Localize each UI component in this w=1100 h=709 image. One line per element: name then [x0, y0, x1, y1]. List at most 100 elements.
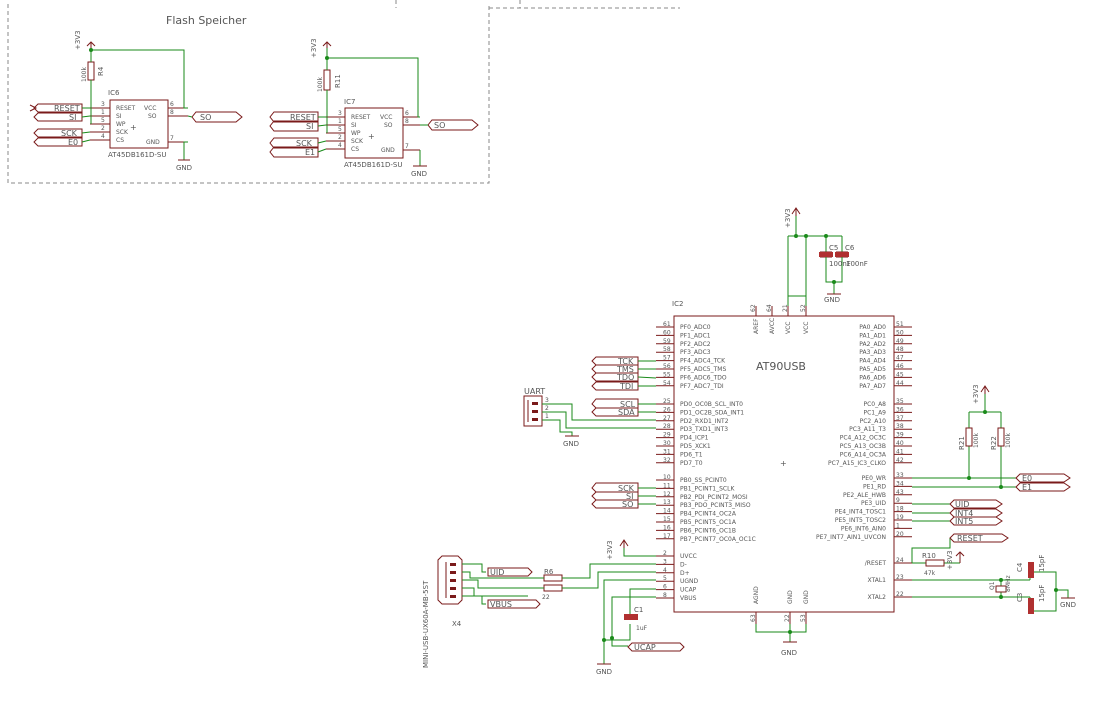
crystal-block: Q1 8MHz C4 15pF C3 15pF GND [912, 555, 1076, 614]
ic6-net-si: SI [33, 112, 83, 122]
svg-text:TCK: TCK [617, 357, 634, 366]
ic2-right-pin-label: PA4_AD4 [859, 358, 886, 365]
svg-text:4: 4 [338, 142, 342, 149]
net-ucap: UCAP [627, 642, 685, 652]
net-e1: E1 [1015, 482, 1071, 492]
ic2-right-pin-label: XTAL1 [868, 577, 887, 584]
svg-text:GND: GND [1060, 601, 1076, 609]
ic2-left-pin-label: PD4_ICP1 [680, 435, 709, 442]
net-e0: E0 [1015, 473, 1071, 483]
ic2-right-pin-number: 48 [896, 346, 904, 353]
svg-text:SCK: SCK [296, 139, 313, 148]
ic6-net-sck: SCK [33, 128, 83, 138]
ic2-left-pin-label: UVCC [680, 553, 697, 560]
svg-text:E1: E1 [305, 148, 315, 157]
net-vbus-usb: VBUS [487, 599, 541, 609]
svg-text:1: 1 [545, 413, 549, 420]
i2c-nets: SCL SDA [591, 398, 656, 417]
ic2-right-pin-label: PE5_INT5_TOSC2 [835, 517, 886, 524]
ic7-net-si: SI [269, 120, 319, 132]
ic2-right-pin-label: XTAL2 [868, 594, 887, 601]
svg-text:C5: C5 [829, 244, 838, 252]
svg-text:+: + [780, 459, 787, 468]
svg-text:Q1: Q1 [989, 581, 996, 590]
ic2-left-pin-number: 28 [663, 423, 671, 430]
svg-text:100k: 100k [317, 77, 324, 92]
svg-text:TMS: TMS [616, 365, 634, 374]
svg-text:INT4: INT4 [955, 509, 973, 518]
ic2-left-pin-label: PF2_ADC2 [680, 341, 711, 348]
svg-text:2: 2 [101, 125, 105, 132]
ic2-left-pin-number: 56 [663, 363, 671, 370]
svg-text:SI: SI [626, 492, 633, 501]
net-int5: INT5 [949, 516, 1003, 526]
ic2-left-pin-number: 55 [663, 371, 671, 378]
ic2-at90usb: IC2 AT90USB + PF0_ADC0PF1_ADC1PF2_ADC2PF… [663, 295, 904, 657]
ic2-left-pin-label: PF7_ADC7_TDI [680, 383, 724, 390]
svg-text:+3V3: +3V3 [972, 384, 980, 404]
svg-text:C6: C6 [845, 244, 855, 252]
svg-text:UCAP: UCAP [634, 643, 656, 652]
svg-text:VCC: VCC [785, 322, 792, 334]
svg-text:VCC: VCC [380, 114, 392, 121]
ic2-right-pin-label: PE0_WR [862, 475, 886, 482]
ic2-left-pin-label: PF1_ADC1 [680, 332, 711, 339]
ic2-left-pin-label: PD7_T0 [680, 460, 703, 467]
ic2-pins [656, 326, 912, 599]
net-scl: SCL [591, 398, 639, 409]
ic2-left-pin-number: 15 [663, 516, 671, 523]
ic2-right-pin-label: PA3_AD3 [859, 349, 886, 356]
svg-text:RESET: RESET [290, 113, 316, 122]
ic2-right-pin-label: PA1_AD1 [859, 332, 886, 339]
ic2-left-pin-label: PF3_ADC3 [680, 349, 711, 356]
svg-text:RESET: RESET [351, 114, 371, 121]
ic2-right-pin-label: PC3_A11_T3 [849, 426, 886, 433]
ic2-left-pin-label: PD1_OC2B_SDA_INT1 [680, 409, 744, 416]
svg-text:100k: 100k [1005, 433, 1012, 448]
ic2-right-pin-label: /RESET [865, 560, 887, 567]
svg-text:6: 6 [405, 110, 409, 117]
ic7-part: AT45DB161D-SU [344, 161, 402, 169]
svg-text:+: + [368, 132, 375, 141]
ic2-right-pin-number: 39 [896, 432, 904, 439]
net-si: SI [591, 491, 639, 501]
svg-text:SI: SI [306, 122, 313, 131]
svg-text:RESET: RESET [54, 104, 80, 113]
svg-text:SO: SO [200, 113, 211, 122]
svg-text:64: 64 [766, 304, 773, 312]
ic2-right-pin-number: 40 [896, 440, 904, 447]
ic6: IC6 AT45DB161D-SU RESET SI WP SCK CS VCC… [29, 30, 243, 172]
uart-connector: UART 3 2 1 GND [523, 387, 656, 448]
reset-block: RESET R10 47k +3V3 [911, 533, 1009, 577]
svg-text:TDI: TDI [619, 382, 633, 391]
svg-text:SDA: SDA [618, 408, 635, 417]
ic6-net-reset: RESET [33, 103, 83, 113]
svg-text:AGND: AGND [753, 586, 760, 604]
ic2-left-pin-number: 58 [663, 346, 671, 353]
svg-text:VBUS: VBUS [490, 600, 512, 609]
ic2-left-pin-label: PB4_PCINT4_OC2A [680, 511, 737, 518]
svg-text:5: 5 [338, 126, 342, 133]
svg-text:21: 21 [782, 304, 789, 312]
ic2-right-pin-label: PC2_A10 [860, 418, 887, 425]
svg-text:GND: GND [596, 668, 612, 676]
net-tck: TCK [591, 356, 639, 366]
svg-text:4: 4 [101, 133, 105, 140]
ic2-left-pin-number: 32 [663, 457, 671, 464]
svg-text:GND: GND [787, 590, 794, 604]
usb-connector: MINI-USB-UX60A-MB-5ST X4 UID VBUS R6 22 … [422, 539, 685, 676]
svg-text:+3V3: +3V3 [74, 30, 82, 50]
ic2-right-pin-number: 46 [896, 363, 904, 370]
svg-text:+3V3: +3V3 [946, 550, 954, 570]
ic2-left-pin-number: 13 [663, 499, 671, 506]
ic2-left-pin-label: PD0_OC0B_SCL_INT0 [680, 401, 743, 408]
ic2-right-pin-label: PC5_A13_OC3B [840, 443, 886, 450]
svg-text:SCK: SCK [351, 138, 364, 145]
svg-text:15pF: 15pF [1038, 585, 1046, 602]
ic2-left-pin-label: PD2_RXD1_INT2 [680, 418, 729, 425]
ic2-left-pin-number: 2 [663, 550, 667, 557]
ic2-right-pin-label: PE3_UID [861, 500, 886, 507]
svg-text:R11: R11 [334, 74, 342, 88]
ic6-net-so: SO [191, 111, 243, 123]
ic6-part: AT45DB161D-SU [108, 151, 166, 159]
